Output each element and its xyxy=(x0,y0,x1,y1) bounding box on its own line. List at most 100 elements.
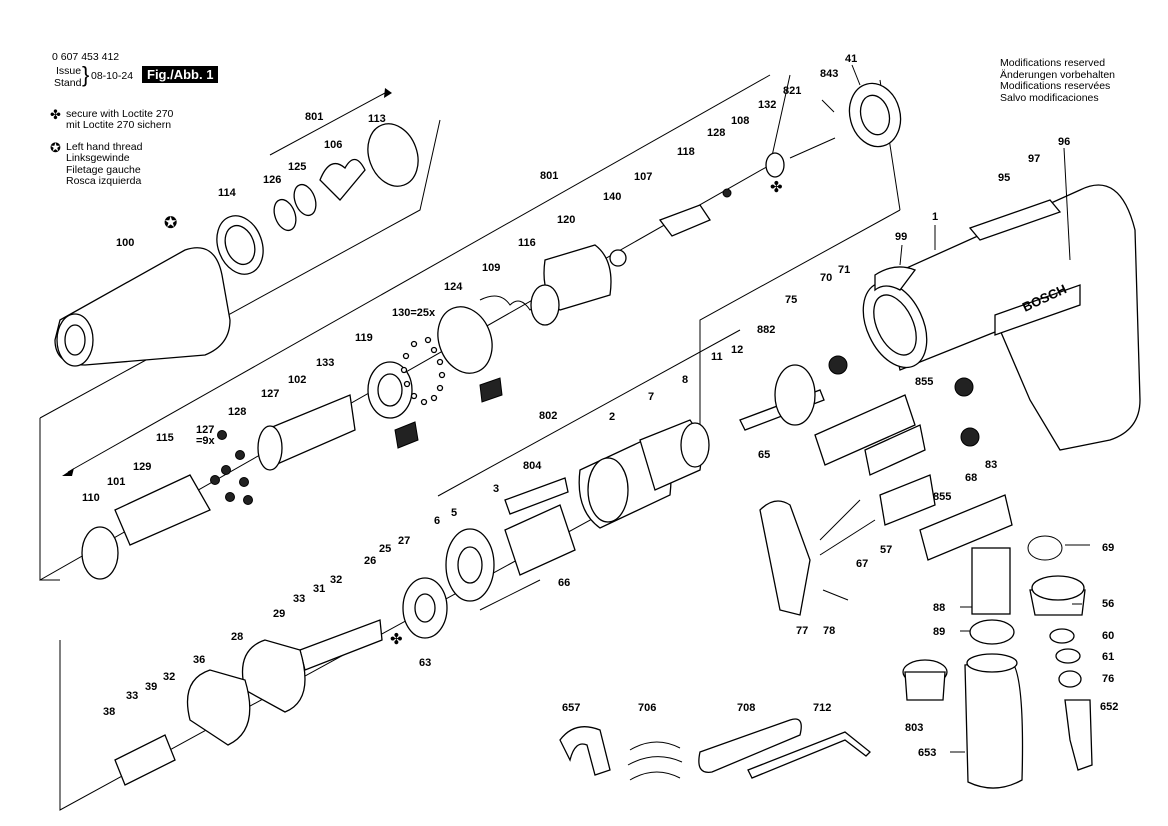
label-61: 61 xyxy=(1102,651,1114,663)
label-88: 88 xyxy=(933,602,945,614)
label-652: 652 xyxy=(1100,701,1118,713)
label-69: 69 xyxy=(1102,542,1114,554)
label-821: 821 xyxy=(783,85,801,97)
issue-label: Issue xyxy=(56,65,82,77)
label-657: 657 xyxy=(562,702,580,714)
label-110: 110 xyxy=(82,492,100,504)
label-129: 129 xyxy=(133,461,151,473)
loctite-line-1: secure with Loctite 270 xyxy=(66,108,174,120)
label-75: 75 xyxy=(785,294,797,306)
label-882: 882 xyxy=(757,324,775,336)
thread-line-1: Left hand thread xyxy=(66,141,143,153)
label-3: 3 xyxy=(493,483,499,495)
label-140: 140 xyxy=(603,191,621,203)
part-number: 0 607 453 412 xyxy=(52,51,120,63)
motor-section xyxy=(114,364,825,786)
label-116: 116 xyxy=(518,237,536,249)
label-25: 25 xyxy=(379,543,391,555)
label-109: 109 xyxy=(482,262,500,274)
label-33b: 33 xyxy=(126,690,138,702)
label-32a: 32 xyxy=(330,574,342,586)
label-83: 83 xyxy=(985,459,997,471)
label-855b: 855 xyxy=(933,491,951,503)
label-97: 97 xyxy=(1028,153,1040,165)
label-66: 66 xyxy=(558,577,570,589)
label-128a: 128 xyxy=(707,127,725,139)
label-708: 708 xyxy=(737,702,755,714)
label-57: 57 xyxy=(880,544,892,556)
label-27: 27 xyxy=(398,535,410,547)
valve-section xyxy=(759,355,1063,616)
label-11: 11 xyxy=(711,351,723,363)
label-100: 100 xyxy=(116,237,134,249)
label-130: 130=25x xyxy=(392,307,436,319)
label-843: 843 xyxy=(820,68,838,80)
figure-label: Fig./Abb. 1 xyxy=(142,66,219,83)
label-101: 101 xyxy=(107,476,125,488)
label-8: 8 xyxy=(682,374,688,386)
label-118: 118 xyxy=(677,146,695,158)
label-12: 12 xyxy=(731,344,743,356)
label-78: 78 xyxy=(823,625,835,637)
label-39: 39 xyxy=(145,681,157,693)
label-31: 31 xyxy=(313,583,325,595)
label-6: 6 xyxy=(434,515,440,527)
label-125: 125 xyxy=(288,161,306,173)
thread-line-4: Rosca izquierda xyxy=(66,175,142,187)
nose-assembly xyxy=(54,123,419,367)
tool-housing: BOSCH xyxy=(862,184,1141,451)
label-68: 68 xyxy=(965,472,977,484)
label-60: 60 xyxy=(1102,630,1114,642)
label-127b: 127 xyxy=(196,424,214,436)
label-102: 102 xyxy=(288,374,306,386)
label-77: 77 xyxy=(796,625,808,637)
label-124: 124 xyxy=(444,281,463,293)
label-95: 95 xyxy=(998,172,1010,184)
label-855a: 855 xyxy=(915,376,933,388)
hammer-mechanism xyxy=(81,82,902,580)
label-108: 108 xyxy=(731,115,749,127)
label-26: 26 xyxy=(364,555,376,567)
left-thread-icon: ✪ xyxy=(50,140,61,155)
leader-lines xyxy=(821,64,1090,753)
loctite-marker-icon-2: ✤ xyxy=(390,630,403,648)
label-29: 29 xyxy=(273,608,285,620)
label-653: 653 xyxy=(918,747,936,759)
label-41: 41 xyxy=(845,53,857,65)
label-801a: 801 xyxy=(305,111,323,123)
label-96: 96 xyxy=(1058,136,1070,148)
label-706: 706 xyxy=(638,702,656,714)
label-114: 114 xyxy=(218,187,237,199)
left-thread-marker-icon: ✪ xyxy=(164,213,177,232)
label-115: 115 xyxy=(156,432,174,444)
modifications-line-1: Modifications reserved xyxy=(1000,57,1106,69)
label-76: 76 xyxy=(1102,673,1114,685)
label-7: 7 xyxy=(648,391,654,403)
ball-ring xyxy=(400,336,446,406)
label-1: 1 xyxy=(932,211,938,223)
modifications-line-4: Salvo modificaciones xyxy=(1000,91,1099,104)
thread-line-2: Linksgewinde xyxy=(66,152,130,164)
loctite-line-2: mit Loctite 270 sichern xyxy=(66,119,172,131)
label-126: 126 xyxy=(263,174,281,186)
label-99: 99 xyxy=(895,231,907,243)
loctite-icon: ✤ xyxy=(50,107,61,122)
label-65: 65 xyxy=(758,449,770,461)
label-89: 89 xyxy=(933,626,945,638)
label-56: 56 xyxy=(1102,598,1114,610)
dark-balls xyxy=(210,430,253,505)
label-133: 133 xyxy=(316,357,334,369)
label-132: 132 xyxy=(758,99,776,111)
label-127a: 127 xyxy=(261,388,279,400)
label-36: 36 xyxy=(193,654,205,666)
label-119: 119 xyxy=(355,332,373,344)
modifications-line-2: Änderungen vorbehalten xyxy=(1000,68,1116,81)
label-28: 28 xyxy=(231,631,243,643)
label-801b: 801 xyxy=(540,170,558,182)
label-107: 107 xyxy=(634,171,652,183)
label-67: 67 xyxy=(856,558,868,570)
accessories xyxy=(559,718,871,781)
label-70: 70 xyxy=(820,272,832,284)
label-113: 113 xyxy=(368,113,386,125)
